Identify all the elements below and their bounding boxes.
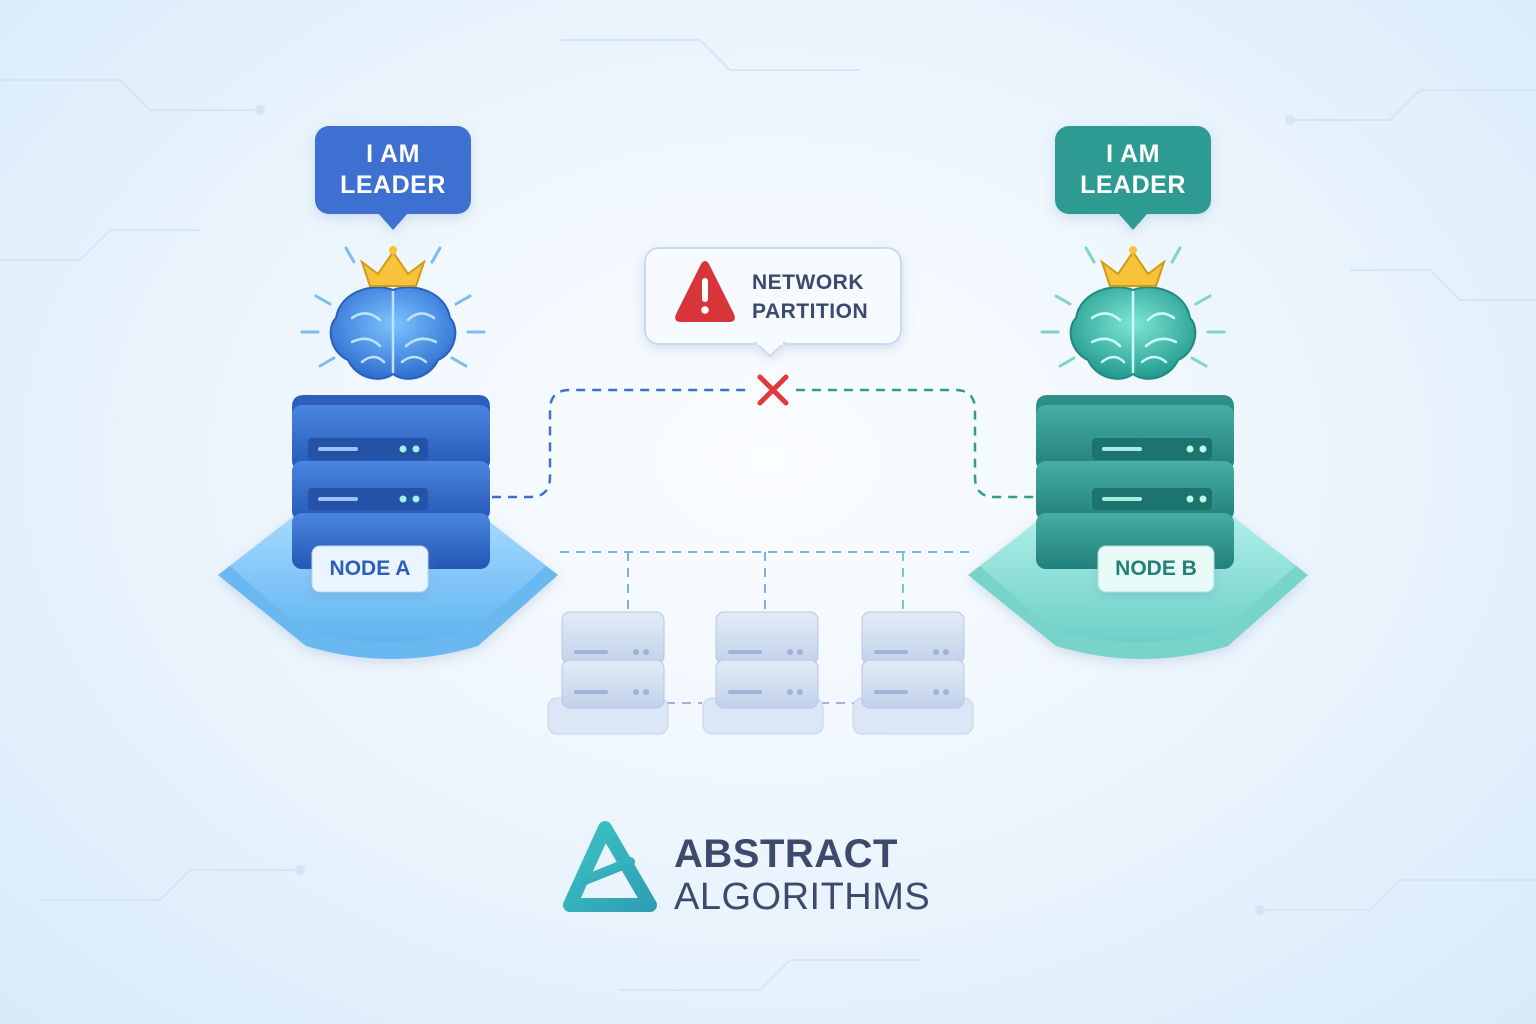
partition-x-icon (757, 374, 789, 406)
node-a-brain-icon (300, 246, 486, 380)
follower-servers (547, 611, 974, 735)
brand-name-line2: ALGORITHMS (674, 876, 931, 918)
node-b-speech-text: I AM LEADER (1080, 140, 1186, 199)
node-a-server (292, 395, 490, 569)
node-b-speech-bubble (1055, 126, 1211, 230)
node-a-label-box (311, 545, 429, 593)
follower-server-3 (852, 611, 974, 735)
link-node-a (492, 388, 752, 499)
node-b-server (1036, 395, 1234, 569)
node-b-brain-icon (1040, 246, 1226, 380)
node-b-crown-icon (1100, 250, 1166, 287)
link-node-b (796, 388, 1035, 499)
node-b-label-box (1097, 545, 1215, 593)
follower-server-2 (702, 611, 824, 735)
node-a-crown-icon (360, 250, 426, 287)
node-a-speech-text: I AM LEADER (340, 140, 446, 199)
alert-text: NETWORK PARTITION (752, 271, 869, 323)
node-b-label: NODE B (1115, 557, 1197, 580)
network-links (492, 388, 1035, 704)
node-a-speech-bubble (315, 126, 471, 230)
triangle-logo-icon (563, 821, 657, 912)
brand-name-line1: ABSTRACT (674, 832, 898, 876)
follower-server-1 (547, 611, 669, 735)
warning-triangle-icon (675, 261, 735, 322)
circuit-background (0, 39, 1536, 991)
node-a-label: NODE A (329, 557, 411, 580)
